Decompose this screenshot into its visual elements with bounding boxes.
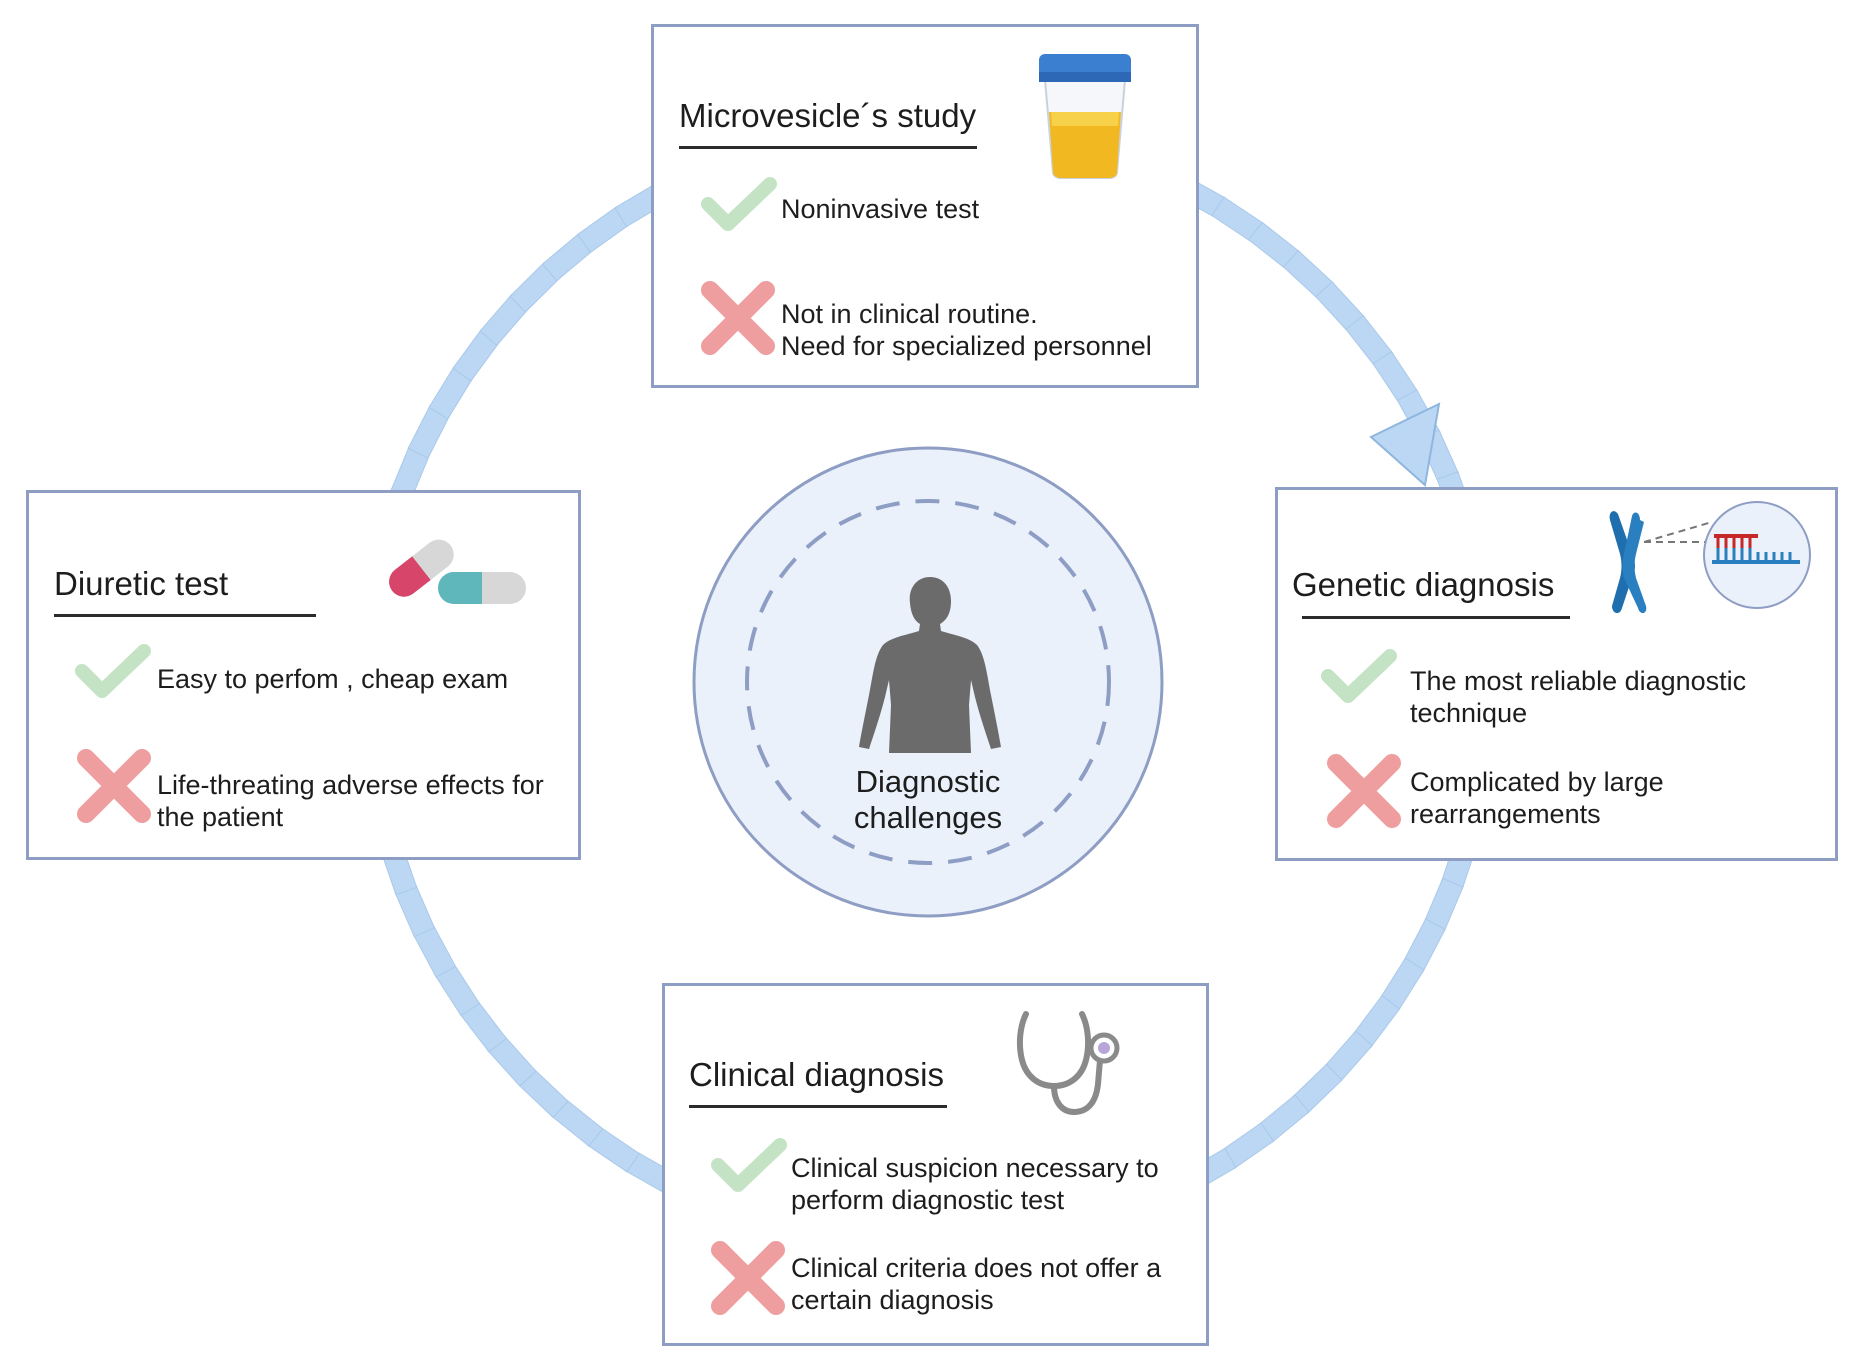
genetic-pro-text: The most reliable diagnostic technique bbox=[1410, 665, 1746, 729]
clinical-con-line2: certain diagnosis bbox=[791, 1285, 994, 1315]
clinical-pro-line1: Clinical suspicion necessary to bbox=[791, 1153, 1159, 1183]
ring-arrowhead bbox=[1369, 402, 1441, 487]
genetic-con-text: Complicated by large rearrangements bbox=[1410, 766, 1664, 830]
microvesicle-pro-line1: Noninvasive test bbox=[781, 194, 980, 224]
microvesicle-con-line1: Not in clinical routine. bbox=[781, 299, 1038, 329]
microvesicle-con-text: Not in clinical routine. Need for specia… bbox=[781, 298, 1152, 362]
title-underline bbox=[679, 146, 977, 149]
urine-sample-cup-icon bbox=[1039, 54, 1131, 179]
genetic-pro-line2: technique bbox=[1410, 698, 1528, 728]
cross-icon bbox=[77, 749, 151, 823]
center-label: Diagnostic challenges bbox=[825, 764, 1031, 836]
clinical-pro-line2: perform diagnostic test bbox=[791, 1185, 1065, 1215]
diuretic-test-title: Diuretic test bbox=[54, 565, 229, 602]
title-underline bbox=[1302, 616, 1570, 619]
microvesicle-pro-text: Noninvasive test bbox=[781, 193, 979, 225]
clinical-con-line1: Clinical criteria does not offer a bbox=[791, 1253, 1162, 1283]
cross-icon bbox=[701, 281, 775, 355]
stethoscope-icon bbox=[1016, 1011, 1120, 1116]
title-underline bbox=[689, 1105, 947, 1108]
title-underline bbox=[54, 614, 316, 617]
center-label-line1: Diagnostic bbox=[855, 764, 1001, 799]
clinical-con-text: Clinical criteria does not offer a certa… bbox=[791, 1252, 1161, 1316]
diuretic-con-line2: the patient bbox=[157, 802, 284, 832]
cross-icon bbox=[711, 1241, 785, 1315]
check-icon bbox=[701, 177, 777, 231]
check-icon bbox=[711, 1138, 787, 1192]
genetic-diagnosis-title: Genetic diagnosis bbox=[1292, 566, 1555, 603]
center-label-line2: challenges bbox=[853, 800, 1003, 835]
check-icon bbox=[75, 644, 151, 698]
genetic-con-line2: rearrangements bbox=[1410, 799, 1601, 829]
genetic-con-line1: Complicated by large bbox=[1410, 767, 1664, 797]
clinical-pro-text: Clinical suspicion necessary to perform … bbox=[791, 1152, 1159, 1216]
genetic-pro-line1: The most reliable diagnostic bbox=[1410, 666, 1747, 696]
diuretic-pro-line1: Easy to perfom , cheap exam bbox=[157, 664, 509, 694]
diuretic-pro-text: Easy to perfom , cheap exam bbox=[157, 663, 508, 695]
pill-capsules-icon bbox=[389, 539, 526, 604]
clinical-diagnosis-title: Clinical diagnosis bbox=[689, 1056, 944, 1093]
cross-icon bbox=[1327, 754, 1401, 828]
diuretic-con-line1: Life-threating adverse effects for bbox=[157, 770, 544, 800]
chromosome-dna-icon bbox=[1609, 501, 1811, 614]
microvesicle-con-line2: Need for specialized personnel bbox=[781, 331, 1152, 361]
human-silhouette-icon bbox=[859, 577, 1001, 753]
diuretic-con-text: Life-threating adverse effects for the p… bbox=[157, 769, 544, 833]
microvesicle-study-title: Microvesicle´s study bbox=[679, 97, 977, 134]
check-icon bbox=[1321, 649, 1397, 703]
